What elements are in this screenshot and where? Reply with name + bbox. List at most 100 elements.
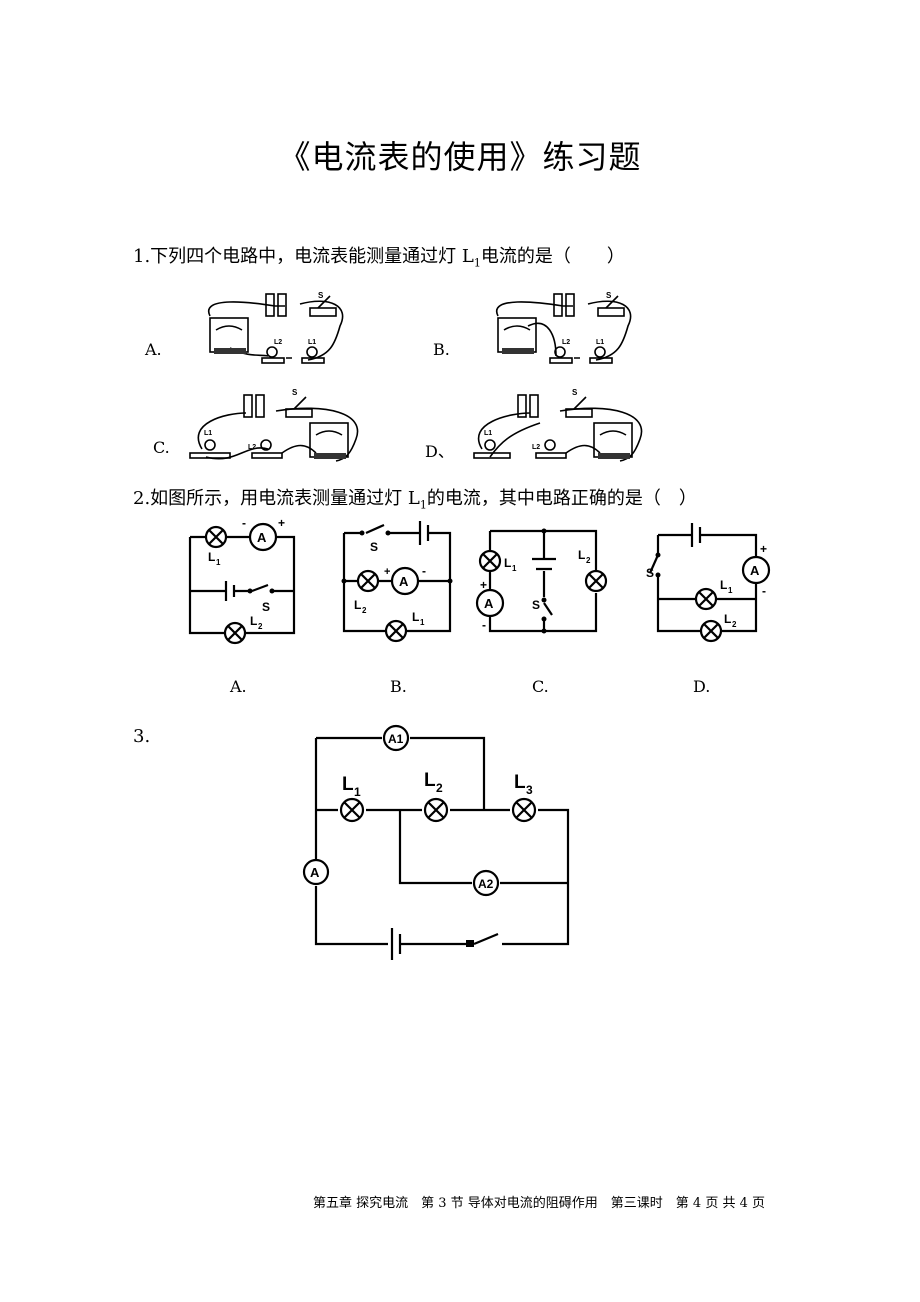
ammeter-a-label: A	[310, 865, 320, 880]
q2-option-c-label: C.	[532, 677, 549, 696]
subscript: 2	[362, 606, 367, 615]
q2-circuit-b-figure: A + - S L 2 L 1	[341, 521, 453, 643]
switch-label: S	[532, 598, 540, 612]
subscript: 2	[732, 620, 737, 629]
ammeter-label: A	[399, 574, 409, 589]
lamp-l1-symbol	[384, 619, 408, 643]
ammeter-a2-symbol	[472, 869, 500, 897]
subscript: 2	[586, 556, 591, 565]
ammeter-label: A	[257, 530, 267, 545]
switch-device	[565, 408, 593, 418]
ammeter-symbol	[390, 566, 420, 596]
q2-circuit-a-figure: A - + L 1 S L 2	[188, 516, 296, 645]
ammeter-a-symbol	[302, 858, 330, 886]
lamp-label: L	[724, 612, 731, 626]
subscript: 1	[354, 785, 361, 799]
lamp-label: L	[720, 578, 727, 592]
q1-circuit-b-figure: S L2 L1	[495, 291, 632, 364]
question-2-tail: 的电流，其中电路正确的是（ ）	[426, 488, 697, 509]
question-1-text: 1.下列四个电路中，电流表能测量通过灯 L1电流的是（ ）	[133, 242, 625, 270]
lamp-label: L	[514, 772, 526, 793]
switch-device	[597, 307, 625, 317]
page-title: 《电流表的使用》练习题	[278, 138, 642, 176]
ammeter-a1-label: A1	[388, 732, 404, 746]
subscript: 1	[216, 558, 221, 567]
ammeter-device	[497, 317, 537, 353]
lamp-l2-symbol	[423, 797, 449, 823]
q1-circuit-d-figure: S L1 L2	[473, 388, 643, 462]
minus-sign: -	[482, 618, 486, 632]
lamp-l1	[484, 439, 496, 451]
q1-option-a-label: A.	[145, 340, 162, 359]
page-footer: 第五章 探究电流 第 3 节 导体对电流的阻碍作用 第三课时 第 4 页 共 4…	[313, 1196, 766, 1211]
question-2-subscript: 1	[419, 498, 427, 512]
lamp-l1	[204, 439, 216, 451]
ammeter-a2-label: A2	[478, 877, 494, 891]
ammeter-symbol	[248, 522, 278, 552]
subscript: 1	[420, 618, 425, 627]
q2-option-d-label: D.	[693, 677, 711, 696]
svg-text:L2: L2	[274, 339, 282, 346]
battery-cell	[265, 293, 275, 317]
svg-text:L1: L1	[484, 430, 492, 437]
battery-cell	[517, 394, 527, 418]
svg-text:S: S	[606, 291, 612, 300]
subscript: 1	[728, 586, 733, 595]
q1-option-d-label: D、	[425, 442, 454, 461]
lamp-l3-symbol	[511, 797, 537, 823]
lamp-label: L	[424, 770, 436, 791]
svg-text:S: S	[572, 388, 578, 397]
lamp-l2	[306, 346, 318, 358]
lamp-label: L	[578, 548, 585, 562]
subscript: 2	[436, 781, 443, 795]
lamp-l2-symbol	[223, 621, 247, 645]
ammeter-a1-symbol	[382, 724, 410, 752]
lamp-l2-symbol	[356, 569, 380, 593]
svg-text:L2: L2	[248, 444, 256, 451]
lamp-l1-symbol	[478, 549, 502, 573]
question-2-text: 2.如图所示，用电流表测量通过灯 L1的电流，其中电路正确的是（ ）	[133, 484, 697, 512]
question-1-subscript: 1	[473, 256, 481, 270]
ammeter-symbol	[475, 588, 505, 618]
switch-device	[285, 408, 313, 418]
subscript: 3	[526, 783, 533, 797]
ammeter-symbol	[741, 555, 771, 585]
svg-text:L1: L1	[596, 339, 604, 346]
lamp-label: L	[342, 774, 354, 795]
lamp-label: L	[250, 614, 257, 628]
lamp-l1-symbol	[694, 587, 718, 611]
plus-sign: +	[384, 566, 390, 578]
subscript: 1	[512, 564, 517, 573]
svg-text:L2: L2	[562, 339, 570, 346]
battery-cell	[553, 293, 563, 317]
svg-text:S: S	[318, 291, 324, 300]
question-1-stem: 1.下列四个电路中，电流表能测量通过灯 L	[133, 246, 474, 267]
plus-sign: +	[480, 578, 487, 592]
lamp-label: L	[412, 610, 419, 624]
q2-option-b-label: B.	[390, 677, 407, 696]
ammeter-label: A	[484, 596, 494, 611]
lamp-l2	[594, 346, 606, 358]
lamp-label: L	[208, 550, 215, 564]
svg-text:L1: L1	[204, 430, 212, 437]
q1-circuit-a-figure: S L2 L1	[207, 291, 344, 364]
plus-sign: +	[278, 516, 285, 530]
lamp-l2-symbol	[584, 569, 608, 593]
ammeter-label: A	[750, 563, 760, 578]
battery-cell	[243, 394, 253, 418]
question-1-tail: 电流的是（ ）	[480, 246, 625, 267]
lamp-l2-symbol	[699, 619, 723, 643]
minus-sign: -	[762, 584, 766, 598]
svg-text:S: S	[292, 388, 298, 397]
switch-label: S	[262, 600, 270, 614]
q1-circuit-c-figure: S L1 L2	[189, 388, 359, 462]
lamp-l1-symbol	[339, 797, 365, 823]
q3-circuit-figure: A1 A A2 L 1 L 2 L 3	[302, 724, 570, 960]
lamp-l1	[266, 346, 278, 358]
switch-label: S	[646, 566, 654, 580]
lamp-label: L	[354, 598, 361, 612]
switch-label: S	[370, 540, 378, 554]
q2-option-a-label: A.	[230, 677, 247, 696]
question-2-stem: 2.如图所示，用电流表测量通过灯 L	[133, 488, 420, 509]
